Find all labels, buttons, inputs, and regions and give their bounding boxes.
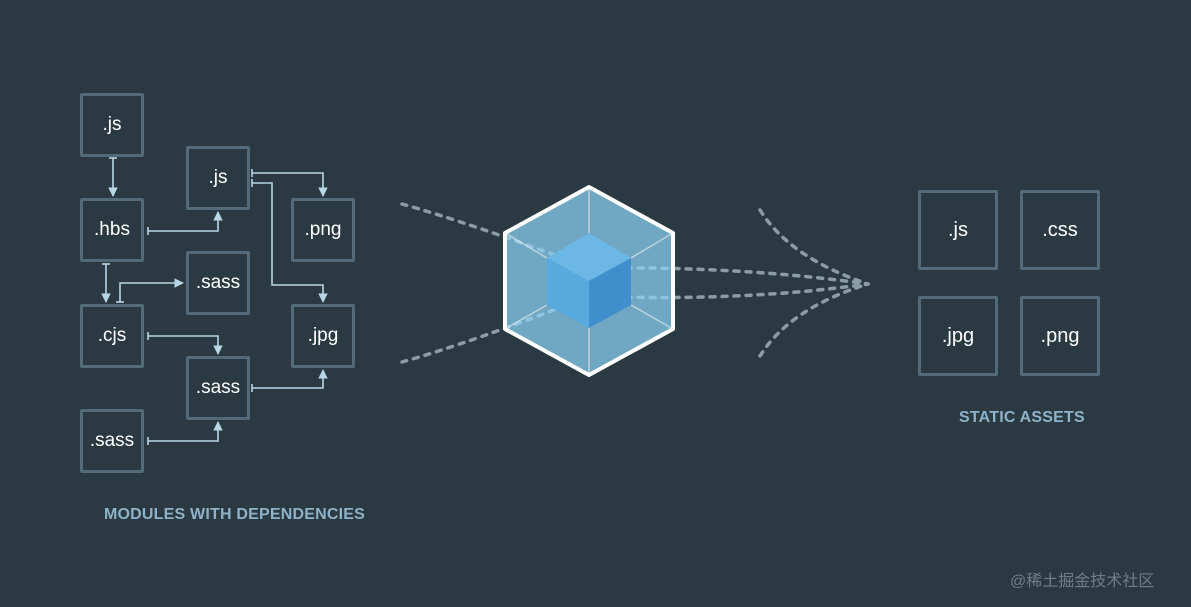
output-flow-bottom [758,282,870,358]
arrow-js2-to-png [252,172,328,197]
arrow-hbs-to-js2 [148,211,223,232]
module-label: .sass [89,430,135,451]
arrow-cjs-to-sass1 [119,278,184,302]
module-js: .js [80,93,144,157]
module-png: .png [291,198,355,262]
asset-label: .png [1040,324,1080,347]
asset-label: .jpg [941,324,975,347]
module-cjs: .cjs [80,304,144,368]
modules-caption: MODULES WITH DEPENDENCIES [104,506,366,523]
asset-label: .css [1042,218,1078,241]
asset-png: .png [1020,296,1100,376]
module-sass-middle: .sass [186,356,250,420]
watermark-text: @稀土掘金技术社区 [1010,573,1155,590]
asset-js: .js [918,190,998,270]
module-label: .js [208,167,228,188]
module-label: .sass [195,272,241,293]
module-label: .cjs [97,325,127,346]
module-label: .hbs [94,219,130,240]
module-js-middle: .js [186,146,250,210]
module-label: .png [304,219,342,240]
module-label: .js [102,114,122,135]
arrow-js2-to-jpg [252,182,328,303]
asset-css: .css [1020,190,1100,270]
module-hbs: .hbs [80,198,144,262]
module-sass-top: .sass [186,251,250,315]
asset-label: .js [948,218,968,241]
module-label: .sass [195,377,241,398]
module-label: .jpg [307,325,339,346]
asset-jpg: .jpg [918,296,998,376]
dependency-arrows [101,157,328,445]
module-jpg: .jpg [291,304,355,368]
assets-caption: STATIC ASSETS [959,409,1085,426]
arrow-cjs-to-sass2 [148,335,223,355]
webpack-cube-logo [503,185,675,377]
output-flow-top [758,208,870,286]
arrow-sass3-to-sass2 [148,421,223,442]
module-sass-bottom: .sass [80,409,144,473]
arrow-sass2-to-jpg [252,369,328,389]
